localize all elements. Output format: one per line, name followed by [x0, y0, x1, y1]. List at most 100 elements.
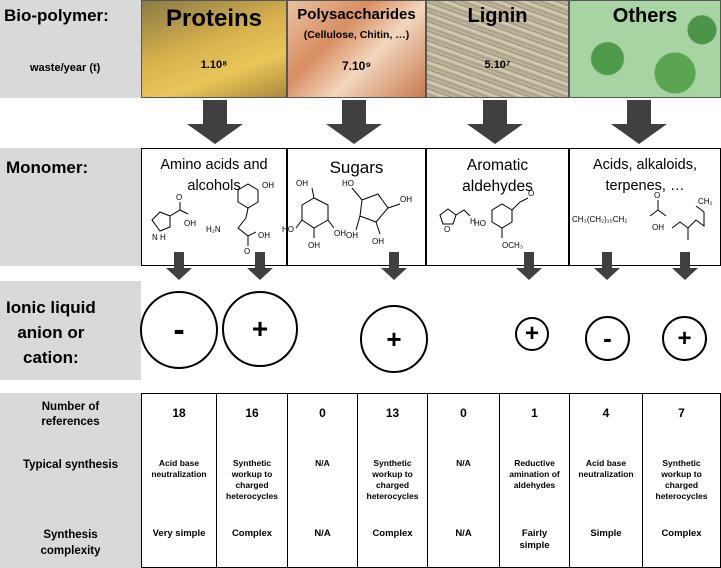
- chem-oh-5: OH: [308, 241, 320, 250]
- chem-oh-6: OH: [334, 229, 346, 238]
- chem-o-1: O: [176, 193, 182, 202]
- ionic-label-box: [0, 281, 141, 380]
- small-arrow-1: [166, 252, 192, 280]
- ionic-label-line-1: Ionic liquid: [6, 298, 96, 317]
- tyrosine-structure: [237, 183, 259, 209]
- monomer-aromatic-aldehydes: Aromatic aldehydes: [462, 157, 533, 195]
- monomer-sugars: Sugars: [329, 158, 384, 177]
- arrow-proteins: [187, 100, 243, 144]
- chem-oh-8: OH: [372, 237, 384, 246]
- proteins-waste-value: 1.10⁸: [200, 59, 228, 71]
- references-col-5: 0: [460, 406, 467, 420]
- synthesis-col-6: Reductive amination of aldehydes: [509, 458, 560, 490]
- chem-oh-10: OH: [652, 223, 664, 232]
- monomer-sugars-cell: Sugars: [287, 148, 426, 266]
- chem-oh-1: OH: [184, 219, 196, 228]
- chem-ho-2: HO: [342, 179, 354, 188]
- complexity-col-1: Very simple: [152, 528, 206, 539]
- lignin-waste-value: 5.10⁷: [484, 59, 511, 71]
- vanillin-structure: [491, 203, 513, 229]
- monomer-amino-acids-cell: Amino acids and alcohols: [141, 148, 287, 266]
- chem-oh-7: OH: [400, 195, 412, 204]
- arrow-lignin: [467, 100, 523, 144]
- synthesis-col-7: Acid base neutralization: [578, 458, 634, 479]
- arrow-polysaccharides: [326, 100, 382, 144]
- small-arrow-2: [247, 252, 273, 280]
- polysaccharides-subtitle: (Cellulose, Chitin, …): [303, 29, 410, 41]
- chem-ho-3: HO: [474, 219, 486, 228]
- ion-anion-2: -: [585, 316, 630, 361]
- synthesis-col-2: Synthetic workup to charged heterocycles: [226, 458, 278, 501]
- monomer-label-box: [0, 148, 141, 266]
- references-col-8: 7: [678, 406, 685, 420]
- references-col-1: 18: [172, 406, 186, 420]
- chem-ch2: CH₂: [698, 197, 713, 206]
- synthesis-col-5: N/A: [456, 458, 471, 468]
- ionic-label: Ionic liquid anion or cation:: [6, 295, 96, 370]
- polysaccharides-name: Polysaccharides: [297, 6, 416, 23]
- ion-cation-3: +: [515, 317, 549, 351]
- complexity-col-5: N/A: [455, 528, 472, 539]
- others-name: Others: [612, 5, 678, 27]
- small-arrow-5: [594, 252, 620, 280]
- complexity-col-7: Simple: [590, 528, 622, 539]
- synthesis-col-8: Synthetic workup to charged heterocycles: [655, 458, 708, 501]
- row-label-references: Number of references: [41, 401, 100, 428]
- proteins-name: Proteins: [165, 5, 263, 32]
- synthesis-col-1: Acid base neutralization: [151, 458, 207, 479]
- monomer-acids: Acids, alkaloids, terpenes, …: [593, 157, 697, 194]
- lignin-name: Lignin: [467, 5, 528, 27]
- biopolymer-label-box: [0, 0, 141, 98]
- chem-ho-1: HO: [282, 225, 294, 234]
- chem-oh-9: OH: [346, 231, 358, 240]
- chem-o-4: O: [528, 189, 534, 198]
- complexity-col-6: Fairly simple: [519, 528, 550, 551]
- complexity-col-4: Complex: [372, 528, 413, 539]
- references-col-2: 16: [245, 406, 259, 420]
- references-col-6: 1: [531, 406, 538, 420]
- complexity-col-3: N/A: [314, 528, 331, 539]
- synthesis-col-4: Synthetic workup to charged heterocycles: [366, 458, 419, 501]
- monomer-amino-acids: Amino acids and alcohols: [160, 157, 268, 194]
- small-arrow-6: [672, 252, 698, 280]
- polysaccharides-tile: Polysaccharides (Cellulose, Chitin, …) 7…: [287, 0, 426, 98]
- chem-h-1: H: [470, 217, 476, 226]
- references-col-3: 0: [319, 406, 326, 420]
- ion-cation-2: +: [360, 305, 428, 373]
- fructose-structure: [359, 193, 389, 223]
- synthesis-col-3: N/A: [315, 458, 330, 468]
- chem-och3: OCH₃: [502, 241, 523, 250]
- table-label-column: [0, 393, 141, 568]
- row-label-synthesis: Typical synthesis: [22, 459, 119, 471]
- chem-o-5: O: [654, 191, 660, 200]
- furfural-structure: [439, 208, 457, 225]
- monomer-label: Monomer:: [6, 158, 89, 177]
- chem-nh: N H: [152, 233, 166, 242]
- lignin-tile: Lignin 5.10⁷: [426, 0, 569, 98]
- chem-oh-2: OH: [262, 181, 274, 190]
- biopolymer-label: Bio-polymer:: [4, 6, 109, 25]
- ionic-label-line-3: cation:: [22, 348, 79, 367]
- ionic-label-line-2: anion or: [17, 323, 85, 342]
- proteins-tile: Proteins 1.10⁸: [141, 0, 287, 98]
- waste-per-year-label: waste/year (t): [30, 62, 101, 74]
- proline-structure: [151, 211, 171, 232]
- ion-cation-1: +: [222, 291, 298, 367]
- arrow-others: [611, 100, 667, 144]
- complexity-col-8: Complex: [661, 528, 702, 539]
- chem-oh-3: OH: [258, 231, 270, 240]
- chem-o-3: O: [444, 225, 450, 234]
- chem-fatty-acid: CH₃(CH₂)₁₅CH₂: [572, 215, 627, 224]
- polysaccharides-waste-value: 7.10⁹: [341, 59, 372, 73]
- small-arrow-4: [516, 252, 542, 280]
- references-col-4: 13: [385, 406, 400, 420]
- small-arrow-3: [381, 252, 407, 280]
- terpene-structure: [671, 205, 705, 229]
- references-col-7: 4: [602, 406, 610, 420]
- chem-o-2: O: [244, 247, 250, 256]
- monomer-acids-cell: Acids, alkaloids, terpenes, …: [569, 148, 721, 266]
- ion-cation-4: +: [662, 316, 707, 361]
